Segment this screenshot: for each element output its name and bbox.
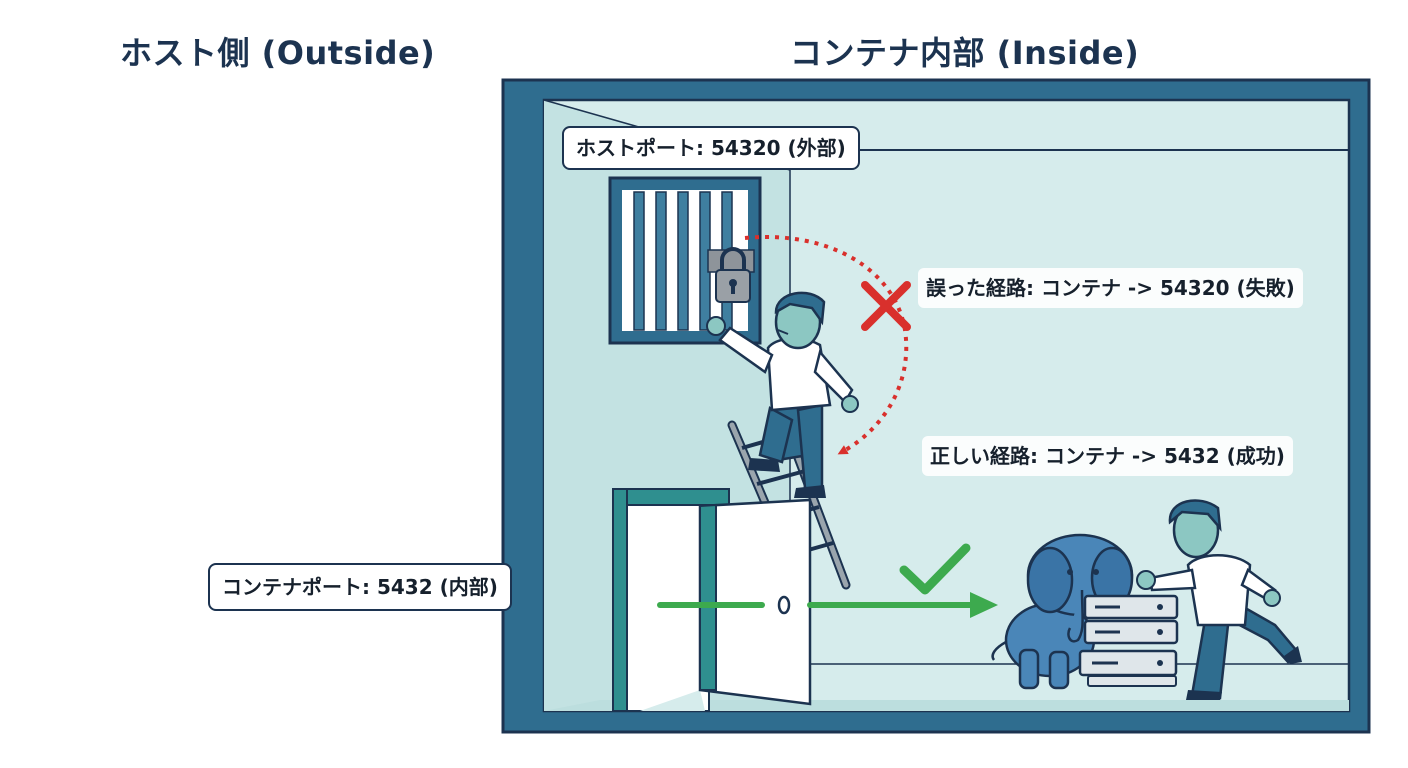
door [612, 488, 812, 712]
server-stack-icon [1078, 594, 1179, 687]
container-port-label: コンテナポート: 5432 (内部) [208, 563, 512, 611]
check-mark-icon [899, 543, 971, 595]
wrong-route-label: 誤った経路: コンテナ -> 54320 (失敗) [918, 268, 1303, 308]
inside-heading: コンテナ内部 (Inside) [790, 34, 1140, 72]
running-person [1136, 499, 1302, 700]
right-route-label: 正しい経路: コンテナ -> 5432 (成功) [922, 436, 1293, 476]
host-port-label: ホストポート: 54320 (外部) [562, 126, 860, 170]
outside-heading: ホスト側 (Outside) [120, 34, 436, 72]
cross-mark-icon [861, 281, 911, 331]
right-route-arrow [657, 592, 998, 618]
padlock-icon [707, 247, 755, 303]
climbing-person [706, 291, 859, 498]
